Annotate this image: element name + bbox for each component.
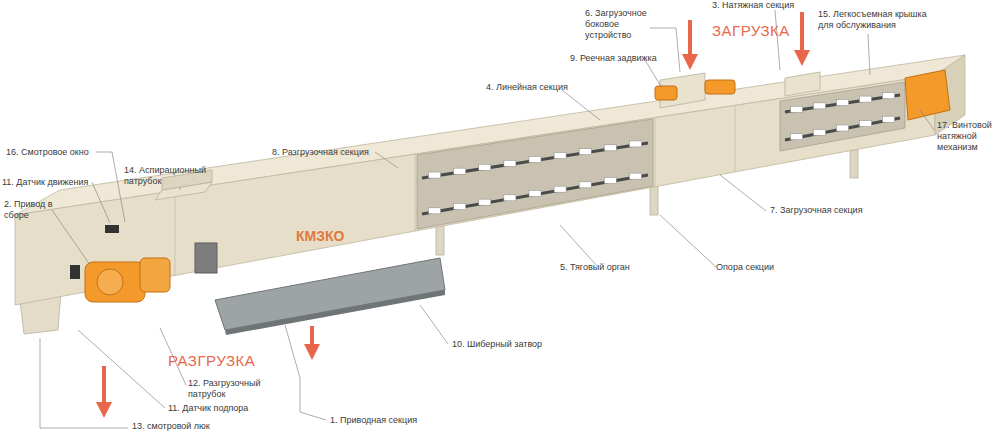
chain-flight xyxy=(529,191,541,197)
callout-label: Опора секции xyxy=(716,262,774,273)
callout-label: 8. Разгрузочная секция xyxy=(272,147,369,158)
chain-flight xyxy=(579,149,591,155)
chain xyxy=(422,93,900,214)
callout-label: 11. Датчик подпора xyxy=(168,403,248,414)
rack-gate-drive xyxy=(705,80,735,94)
chain-flight xyxy=(860,121,872,127)
rack-gate xyxy=(655,86,677,100)
chain-flight xyxy=(429,172,441,178)
chain-flight xyxy=(883,93,895,99)
callout-label: 7. Загрузочная секция xyxy=(770,205,863,216)
callout-label: 11. Датчик движения xyxy=(2,177,88,188)
chain-flight xyxy=(479,164,491,170)
chain-flight xyxy=(554,186,566,192)
callout-label: 17. Винтовой натяжной механизм xyxy=(937,120,997,153)
callout-label: 10. Шиберный затвор xyxy=(452,339,542,350)
chain-flight xyxy=(629,141,641,147)
chain-flight xyxy=(579,182,591,188)
callout-label: 9. Реечная задвижка xyxy=(570,53,657,64)
callout-label: 12. Разгрузочный патрубок xyxy=(188,378,268,400)
chain-flight xyxy=(504,160,516,166)
chain-flight xyxy=(791,134,803,140)
chain-flight xyxy=(554,153,566,159)
sight-window xyxy=(195,243,217,273)
sensor xyxy=(70,265,80,279)
chain-flight xyxy=(604,178,616,184)
chain-flight xyxy=(454,168,466,174)
chain-flight xyxy=(604,145,616,151)
sensor xyxy=(105,225,119,233)
section-seams xyxy=(175,106,735,276)
loading-inlet xyxy=(785,72,820,96)
callout-label: 5. Тяговый орган xyxy=(560,262,630,273)
chain-flight xyxy=(837,100,849,106)
chain-flight xyxy=(454,204,466,210)
slide-gate xyxy=(215,258,445,330)
chain-line xyxy=(422,143,648,178)
callout-label: 14. Аспирационный патрубок xyxy=(124,165,224,187)
chain-flight xyxy=(791,106,803,112)
callout-label: 16. Смотровое окно xyxy=(6,147,89,158)
chain-line xyxy=(422,175,648,214)
chain-flight xyxy=(814,129,826,135)
callout-label: 4. Линейная секция xyxy=(486,82,568,93)
chain-flight xyxy=(814,103,826,109)
tension-mechanism xyxy=(905,70,950,120)
chain-flight xyxy=(529,157,541,163)
flow-label: РАЗГРУЗКА xyxy=(168,352,255,369)
callout-label: 15. Легкосъемная крышка для обслуживания xyxy=(818,9,940,31)
drive-motor xyxy=(85,258,170,302)
callout-label: 1. Приводная секция xyxy=(330,415,417,426)
body-front xyxy=(15,75,935,305)
slide-gate xyxy=(225,290,445,335)
chain-flight xyxy=(429,208,441,214)
chain-flight xyxy=(504,195,516,201)
callout-label: 3. Натяжная секция xyxy=(712,0,794,11)
chain-flight xyxy=(479,199,491,205)
callout-label: 13. смотровой люк xyxy=(132,421,210,432)
callout-label: 2. Привод в сборе xyxy=(4,199,54,221)
leader-line xyxy=(40,10,934,428)
callout-label: 6. Загрузочное боковое устройство xyxy=(585,8,651,41)
flow-arrow xyxy=(104,12,802,410)
chain-flight xyxy=(837,125,849,131)
chain-flight xyxy=(883,116,895,122)
chain-flight xyxy=(860,96,872,102)
chain-flight xyxy=(629,173,641,179)
brand-logo: КМЗКО xyxy=(296,228,344,244)
cutaway xyxy=(417,119,653,229)
flow-label: ЗАГРУЗКА xyxy=(712,22,790,39)
